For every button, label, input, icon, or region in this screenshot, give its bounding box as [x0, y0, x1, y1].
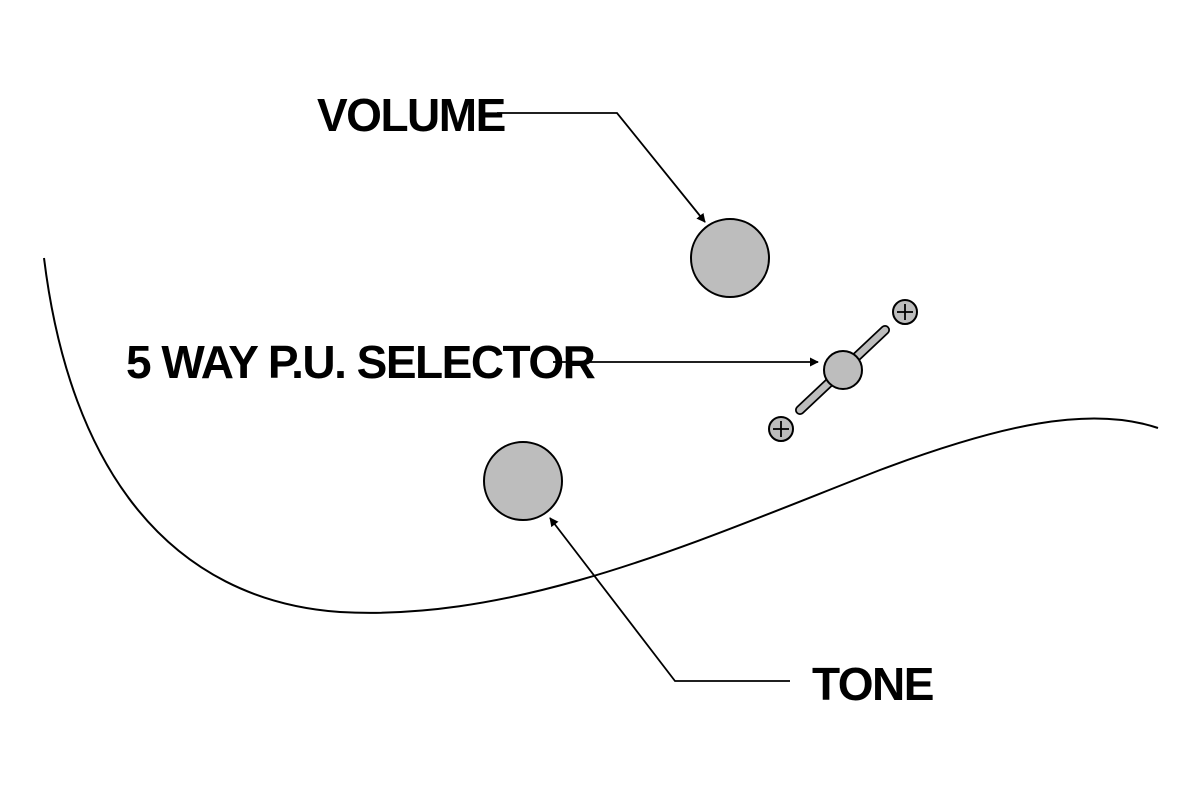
tone-knob-icon: [483, 441, 563, 521]
volume-label: VOLUME: [317, 89, 505, 141]
screw-head-icon: [768, 416, 794, 442]
screw-head-icon: [892, 299, 918, 325]
selector-label: 5 WAY P.U. SELECTOR: [126, 336, 596, 388]
volume-knob-icon: [690, 218, 770, 298]
tone-leader-arrow: [549, 517, 790, 682]
body-outline: [43, 257, 1159, 614]
volume-leader-arrow: [497, 112, 706, 223]
tone-label: TONE: [812, 658, 933, 710]
selector-switch-icon: [795, 325, 890, 415]
